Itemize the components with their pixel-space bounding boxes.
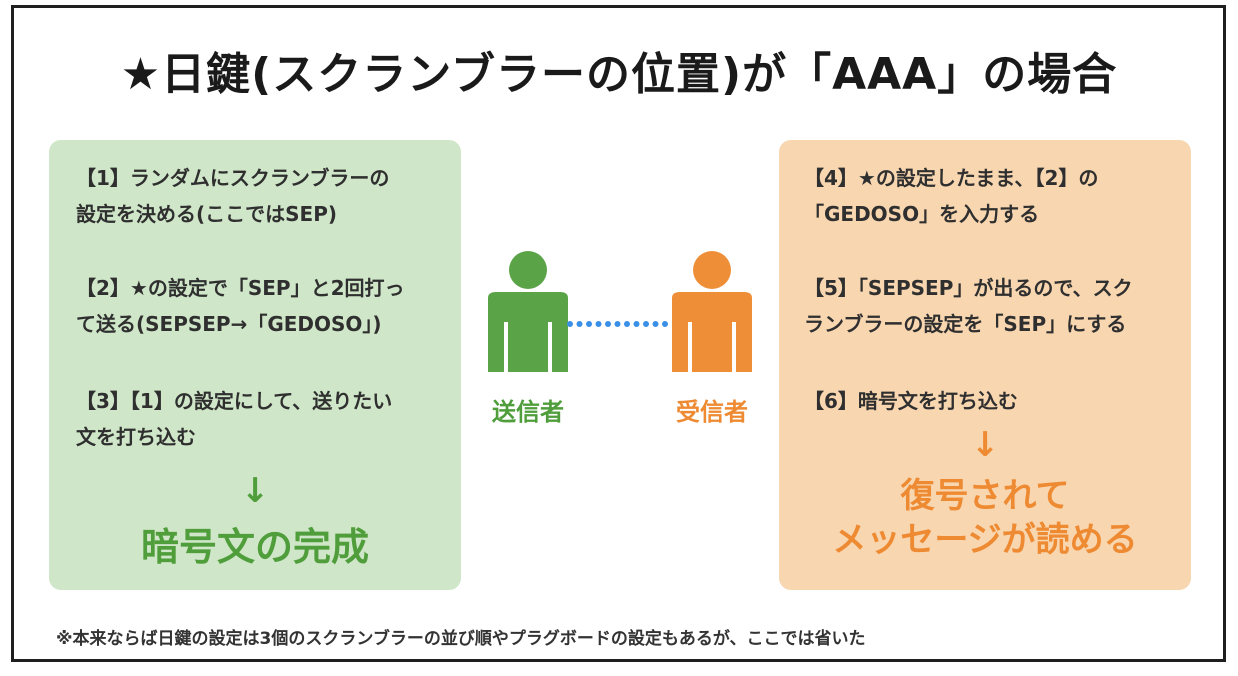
connector-dot [662, 321, 668, 327]
sender-label: 送信者 [492, 398, 564, 426]
connector-dot [643, 321, 649, 327]
receiver-arrow-down-icon: ↓ [970, 425, 1000, 465]
sender-step-3-line-1: 【3】【1】の設定にして、送りたい [76, 389, 393, 413]
sender-step-1-line-2: 設定を決める(ここではSEP) [76, 202, 338, 226]
connector-dot [605, 321, 611, 327]
connector-dot [586, 321, 592, 327]
sender-person-icon [488, 251, 568, 372]
receiver-step-4-line-2: 「GEDOSO」を入力する [804, 202, 1040, 226]
connector-dot [595, 321, 602, 327]
receiver-step-4: 【4】★の設定したまま、【2】の 「GEDOSO」を入力する [804, 160, 1098, 232]
sender-arrow-down-icon: ↓ [240, 471, 270, 511]
receiver-result: 復号されて メッセージが読める [779, 474, 1191, 562]
sender-step-3-line-2: 文を打ち込む [76, 425, 196, 449]
receiver-panel [779, 140, 1191, 590]
sender-panel [49, 140, 461, 590]
diagram-title: ★日鍵(スクランブラーの位置)が「AAA」の場合 [120, 49, 1118, 100]
receiver-step-5: 【5】「SEPSEP」が出るので、スク ランブラーの設定を「SEP」にする [804, 270, 1133, 342]
connector-dot [614, 321, 621, 327]
receiver-label: 受信者 [676, 398, 748, 426]
connection-dotted-line [567, 321, 668, 327]
connector-dot [567, 321, 573, 327]
receiver-step-6-line-1: 【6】暗号文を打ち込む [804, 389, 1018, 413]
connector-dot [633, 321, 640, 327]
receiver-person-icon [672, 251, 752, 372]
connector-dot [576, 321, 583, 327]
sender-step-2-line-1: 【2】★の設定で「SEP」と2回打っ [76, 276, 405, 300]
receiver-step-5-line-1: 【5】「SEPSEP」が出るので、スク [804, 276, 1133, 300]
sender-result: 暗号文の完成 [140, 525, 369, 569]
footnote: ※本来ならば日鍵の設定は3個のスクランブラーの並び順やプラグボードの設定もあるが… [56, 629, 866, 649]
sender-step-2: 【2】★の設定で「SEP」と2回打っ て送る(SEPSEP→「GEDOSO」) [76, 270, 405, 342]
connector-dot [624, 321, 630, 327]
receiver-step-4-line-1: 【4】★の設定したまま、【2】の [804, 166, 1099, 190]
sender-step-1-line-1: 【1】ランダムにスクランブラーの [76, 166, 390, 190]
connector-dot [652, 321, 659, 327]
sender-step-1: 【1】ランダムにスクランブラーの 設定を決める(ここではSEP) [76, 160, 389, 232]
sender-step-3: 【3】【1】の設定にして、送りたい 文を打ち込む [76, 383, 392, 455]
receiver-step-5-line-2: ランブラーの設定を「SEP」にする [804, 312, 1127, 336]
receiver-result-line-2: メッセージが読める [832, 520, 1138, 560]
receiver-step-6: 【6】暗号文を打ち込む [804, 383, 1018, 419]
sender-step-2-line-2: て送る(SEPSEP→「GEDOSO」) [76, 312, 382, 336]
receiver-result-line-1: 復号されて [900, 476, 1070, 516]
